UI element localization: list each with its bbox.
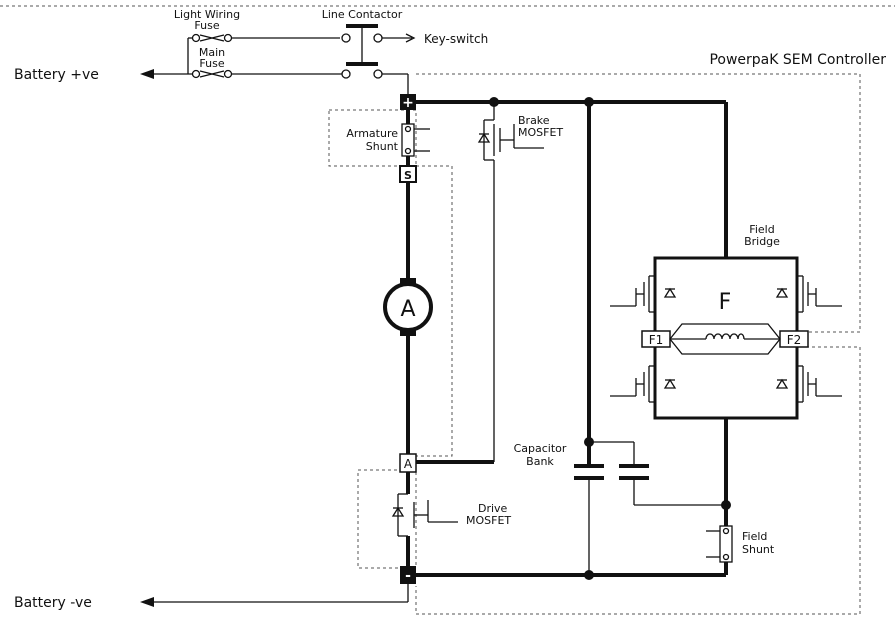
terminal-negative: - [400, 566, 416, 584]
light-wiring-fuse-label: Light Wiring [174, 8, 240, 21]
battery-positive-label: Battery +ve [14, 67, 99, 83]
drive-mosfet-label: Drive [478, 502, 508, 515]
field-bridge-label: Field [749, 223, 774, 236]
battery-neg-arrow [140, 597, 154, 607]
armature-motor [383, 278, 433, 336]
capacitor-bank [574, 102, 731, 575]
field-coil-label: F [719, 290, 732, 315]
drive-mosfet-label-2: MOSFET [466, 514, 511, 527]
brake-mosfet-label-2: MOSFET [518, 126, 563, 139]
main-fuse-label: Main [199, 46, 225, 59]
shunt-sense-dash [416, 165, 453, 457]
brake-mosfet-label: Brake [518, 114, 550, 127]
terminal-s-label: S [404, 169, 412, 182]
controller-title: PowerpaK SEM Controller [709, 52, 886, 68]
field-shunt-label: Field [742, 530, 767, 543]
armature-label: A [400, 297, 415, 322]
terminal-negative-label: - [405, 568, 411, 584]
f1-terminal-label: F1 [649, 333, 664, 347]
field-shunt-label-2: Shunt [742, 543, 775, 556]
armature-shunt [401, 123, 430, 157]
line-contactor-label: Line Contactor [322, 8, 403, 21]
battery-negative-label: Battery -ve [14, 595, 92, 611]
terminal-a: A [399, 453, 417, 473]
capacitor-bank-label: Capacitor [514, 442, 567, 455]
terminal-s: S [399, 165, 417, 183]
terminal-positive: + [400, 94, 416, 111]
field-bridge-label-2: Bridge [744, 235, 780, 248]
controller-boundary [415, 73, 861, 615]
battery-pos-arrow [140, 69, 154, 79]
field-shunt [706, 525, 733, 563]
brake-mosfet [477, 102, 544, 462]
capacitor-bank-label-2: Bank [526, 455, 554, 468]
armature-shunt-label-2: Shunt [366, 140, 399, 153]
main-fuse-label-2: Fuse [199, 57, 224, 70]
line-contactor [341, 24, 416, 79]
light-wiring-fuse-label-2: Fuse [194, 19, 219, 32]
terminal-a-label: A [404, 457, 413, 471]
field-bridge [610, 256, 842, 420]
drive-mosfet [391, 493, 458, 537]
light-wiring-fuse [187, 33, 340, 74]
armature-shunt-box [328, 109, 417, 167]
terminal-positive-label: + [402, 95, 414, 111]
main-fuse [191, 69, 233, 79]
key-switch-label: Key-switch [424, 32, 488, 46]
armature-shunt-label: Armature [346, 127, 398, 140]
f2-terminal-label: F2 [787, 333, 802, 347]
